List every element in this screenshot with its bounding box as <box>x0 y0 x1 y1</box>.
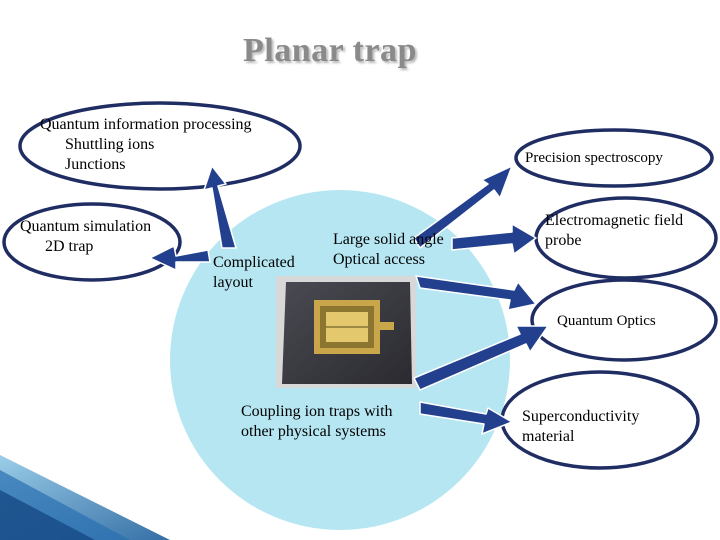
page-title: Planar trap <box>243 32 417 69</box>
node-quantum-info-label: Quantum information processing Shuttling… <box>40 116 252 173</box>
arrow-to-quantum-sim <box>149 245 211 271</box>
arrow-to-quantum-info <box>203 165 237 249</box>
arrow-to-quantum-optics-lower <box>413 325 549 391</box>
node-coupling-label: Coupling ion traps with other physical s… <box>241 403 393 440</box>
arrow-to-quantum-optics <box>415 275 537 311</box>
node-solid-angle-label: Large solid angle Optical access <box>333 231 444 268</box>
arrow-to-precision <box>413 165 513 249</box>
node-precision-label: Precision spectroscopy <box>525 150 663 166</box>
node-quantum-info-ellipse <box>18 101 302 191</box>
node-quantum-optics-label: Quantum Optics <box>557 313 656 329</box>
arrow-to-em-probe <box>451 223 537 255</box>
node-quantum-optics-ellipse <box>530 278 718 362</box>
node-quantum-sim-ellipse <box>2 202 182 282</box>
node-superconductivity-label: Superconductivity material <box>522 408 640 445</box>
node-em-probe-label: Electromagnetic field probe <box>545 212 684 249</box>
corner-decoration <box>0 455 170 540</box>
arrow-to-superconductivity <box>419 401 513 435</box>
node-precision-ellipse <box>514 128 714 188</box>
node-quantum-sim-label: Quantum simulation 2D trap <box>20 218 152 255</box>
chip-image <box>276 276 416 388</box>
node-complicated-label: Complicated layout <box>213 254 295 291</box>
